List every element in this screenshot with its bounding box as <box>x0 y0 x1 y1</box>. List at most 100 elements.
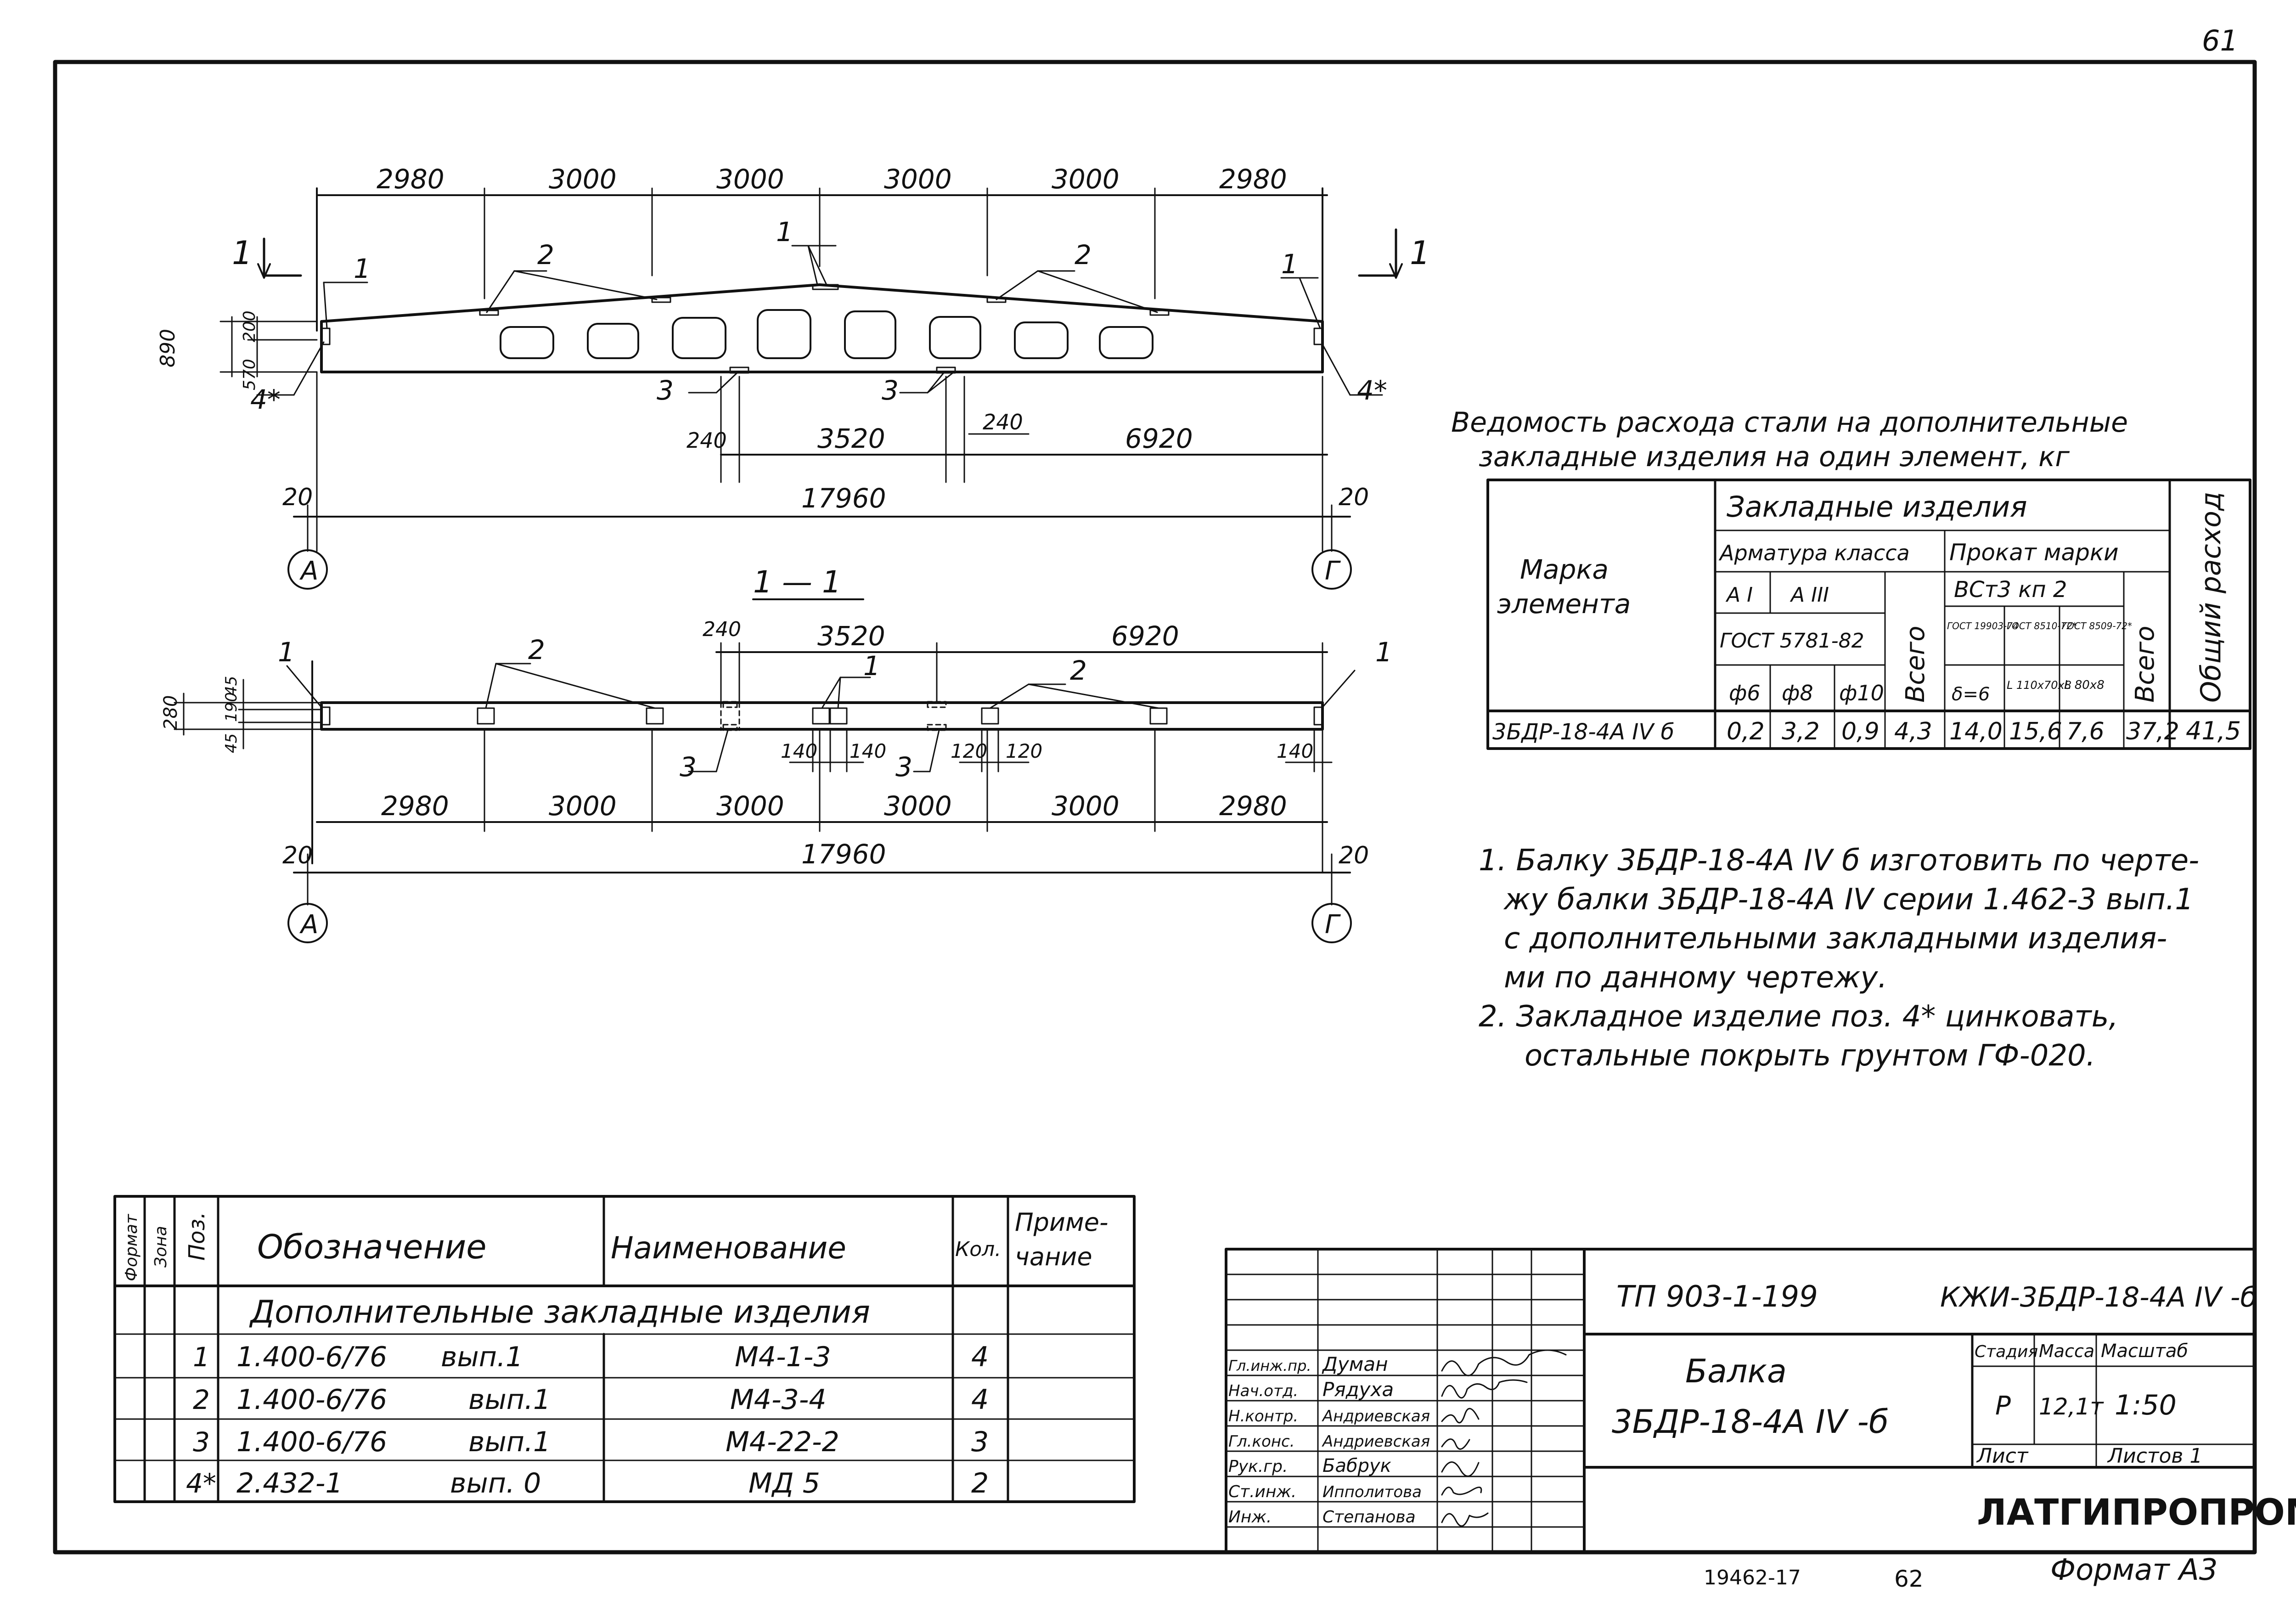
sec-dim-3520: 3520 <box>817 620 885 652</box>
beam-elevation: 2980 3000 3000 3000 3000 2980 1 1 <box>156 163 1430 590</box>
sec-height-45-top: 45 <box>222 676 241 696</box>
spec-row1-pos: 1 <box>193 1341 210 1373</box>
spec-h-note-1: Приме- <box>1015 1208 1108 1237</box>
steel-row-plate: 14,0 <box>1949 718 2003 745</box>
axis-label-a-bottom: А <box>299 910 318 940</box>
sec-callout-3-right: 3 <box>895 751 912 783</box>
steel-mark-header-2: элемента <box>1497 588 1631 620</box>
spec-row4-issue: вып. 0 <box>450 1467 541 1499</box>
steel-row-rebar-total: 4,3 <box>1894 718 1932 745</box>
elev-callout-3-right: 3 <box>882 375 899 406</box>
spec-h-qty: Кол. <box>955 1238 1001 1261</box>
elev-dim-3: 3000 <box>716 163 784 195</box>
sec-total-length: 17960 <box>801 839 886 870</box>
elev-total-length: 17960 <box>801 483 886 514</box>
sec-callout-2-right: 2 <box>1070 655 1087 686</box>
role-7: Инж. <box>1228 1508 1272 1527</box>
spec-row3-doc: 1.400-6/76 <box>236 1426 387 1458</box>
axis-label-a-top: А <box>299 556 318 586</box>
elev-dim-5: 3000 <box>1052 163 1120 195</box>
elev-dim-3520: 3520 <box>817 423 885 454</box>
spec-h-format: Формат <box>122 1214 141 1281</box>
elev-dim-6920: 6920 <box>1125 423 1193 454</box>
tb-mass: 12,1т <box>2039 1393 2104 1420</box>
elev-callout-1-right: 1 <box>1281 248 1298 280</box>
steel-row-overall: 41,5 <box>2186 716 2241 745</box>
role-5: Рук.гр. <box>1228 1457 1288 1476</box>
sec-small-140-c: 140 <box>1277 740 1313 762</box>
steel-row-mark: 3БДР-18-4А IV б <box>1492 719 1674 745</box>
spec-row4-doc: 2.432-1 <box>236 1467 343 1499</box>
sec-bottom-dim-3: 3000 <box>716 790 784 822</box>
note-line-3: с дополнительными закладными изделия- <box>1504 922 2167 956</box>
elev-dim-2: 3000 <box>549 163 617 195</box>
sec-bottom-dim-1: 2980 <box>381 790 449 822</box>
steel-d10: ф10 <box>1839 681 1884 705</box>
sec-end-20-right: 20 <box>1339 842 1369 869</box>
steel-total-rebar: Всего <box>1901 626 1930 703</box>
steel-row-angle-a: 15,6 <box>2009 718 2062 745</box>
steel-table: Ведомость расхода стали на дополнительны… <box>1451 406 2251 750</box>
axis-bubble-a-bottom <box>287 903 328 943</box>
elev-end-20-right: 20 <box>1339 484 1369 511</box>
elev-callout-1-mid: 1 <box>776 216 793 248</box>
steel-rolled-header: Прокат марки <box>1949 539 2119 566</box>
steel-d6: ф6 <box>1729 681 1761 705</box>
note-line-2: жу балки 3БДР-18-4А IV серии 1.462-3 вып… <box>1503 883 2194 917</box>
role-2: Нач.отд. <box>1228 1382 1298 1400</box>
elev-dim-1: 2980 <box>377 163 445 195</box>
sec-bottom-dim-4: 3000 <box>884 790 952 822</box>
tb-code: КЖИ-3БДР-18-4А IV -б <box>1940 1281 2257 1313</box>
tb-mass-h: Масса <box>2039 1341 2094 1361</box>
sec-bottom-dim-5: 3000 <box>1052 790 1120 822</box>
tb-scale: 1:50 <box>2115 1389 2177 1421</box>
spec-h-zone: Зона <box>152 1226 170 1268</box>
steel-row-angle-b: 7,6 <box>2066 718 2105 745</box>
elev-dim-4: 3000 <box>884 163 952 195</box>
specification-table: Формат Зона Поз. Обозначение Наименовани… <box>113 1195 1136 1503</box>
steel-row-a1-d6: 0,2 <box>1727 718 1765 745</box>
sec-callout-2-left: 2 <box>528 634 545 665</box>
notes: 1. Балку 3БДР-18-4А IV б изготовить по ч… <box>1479 844 2199 1073</box>
role-7-name: Степанова <box>1322 1508 1416 1527</box>
spec-row4-pos: 4* <box>186 1468 216 1499</box>
tb-object-name: Балка <box>1685 1352 1787 1390</box>
spec-h-designation: Обозначение <box>257 1228 487 1266</box>
spec-row1-name: М4-1-3 <box>735 1341 831 1373</box>
spec-row1-qty: 4 <box>971 1341 989 1373</box>
title-block: Гл.инж.пр. Думан Нач.отд. Рядуха Н.контр… <box>1225 1248 2296 1554</box>
spec-row2-qty: 4 <box>971 1384 989 1416</box>
steel-angle-b: L 80x8 <box>2064 678 2105 692</box>
spec-group-title: Дополнительные закладные изделия <box>249 1294 870 1330</box>
sec-dim-6920: 6920 <box>1111 620 1179 652</box>
steel-gost-c: ГОСТ 8509-72* <box>2062 620 2132 631</box>
tb-company: ЛАТГИПРОПРОМ <box>1977 1492 2296 1533</box>
elev-callout-3-left: 3 <box>657 375 674 406</box>
steel-table-title-1: Ведомость расхода стали на дополнительны… <box>1451 406 2128 439</box>
note-line-6: остальные покрыть грунтом ГФ-020. <box>1525 1039 2095 1073</box>
steel-row-a3-d8: 3,2 <box>1782 718 1820 745</box>
role-6-name: Ипполитова <box>1322 1483 1422 1501</box>
steel-rebar-header: Арматура класса <box>1718 541 1910 565</box>
role-1-name: Думан <box>1322 1353 1388 1375</box>
role-6: Ст.инж. <box>1228 1482 1296 1501</box>
page-number: 61 <box>2202 24 2238 57</box>
elev-callout-2-right: 2 <box>1075 239 1092 270</box>
steel-table-title-2: закладные изделия на один элемент, кг <box>1479 441 2070 473</box>
tb-project: ТП 903-1-199 <box>1616 1280 1818 1314</box>
role-4: Гл.конс. <box>1228 1432 1295 1451</box>
note-line-4: ми по данному чертежу. <box>1504 961 1887 995</box>
elev-dim-240-left: 240 <box>687 428 727 453</box>
spec-row2-pos: 2 <box>193 1384 210 1415</box>
sec-small-120-b: 120 <box>1006 740 1042 762</box>
sec-small-140-b: 140 <box>850 740 886 762</box>
steel-gost-b: ГОСТ 8510-72* <box>2007 620 2077 631</box>
role-1: Гл.инж.пр. <box>1228 1357 1311 1375</box>
elev-height-bottom: 570 <box>240 359 259 390</box>
steel-a3-header: А III <box>1790 583 1829 607</box>
elev-dim-6: 2980 <box>1219 163 1287 195</box>
elev-callout-2-left: 2 <box>537 239 554 270</box>
spec-row2-name: М4-3-4 <box>730 1384 827 1416</box>
spec-h-name: Наименование <box>611 1230 846 1266</box>
sec-dim-240: 240 <box>703 618 741 641</box>
